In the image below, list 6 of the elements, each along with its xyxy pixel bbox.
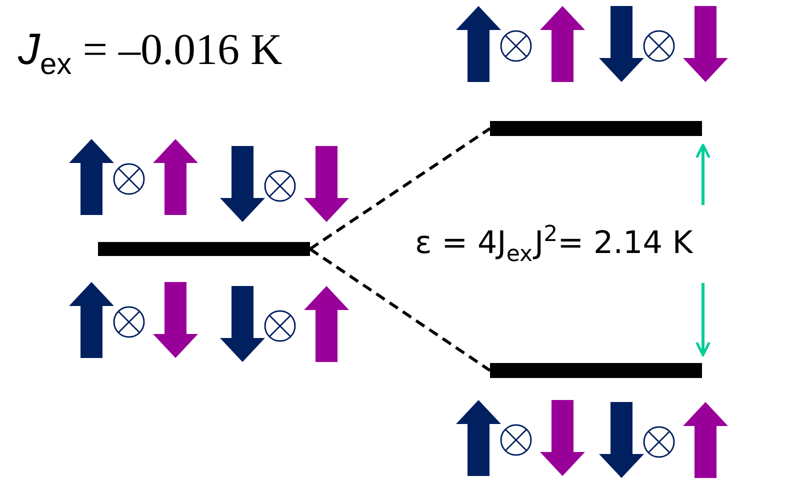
dashed-connector <box>309 127 491 250</box>
energy-level-bar <box>98 242 310 256</box>
energy-level-bar <box>490 121 702 136</box>
exchange-constant-label: J$_{ex}$ = –0.016 K <box>18 28 282 72</box>
dashed-connector <box>309 248 491 372</box>
energy-level-bar <box>490 363 702 378</box>
